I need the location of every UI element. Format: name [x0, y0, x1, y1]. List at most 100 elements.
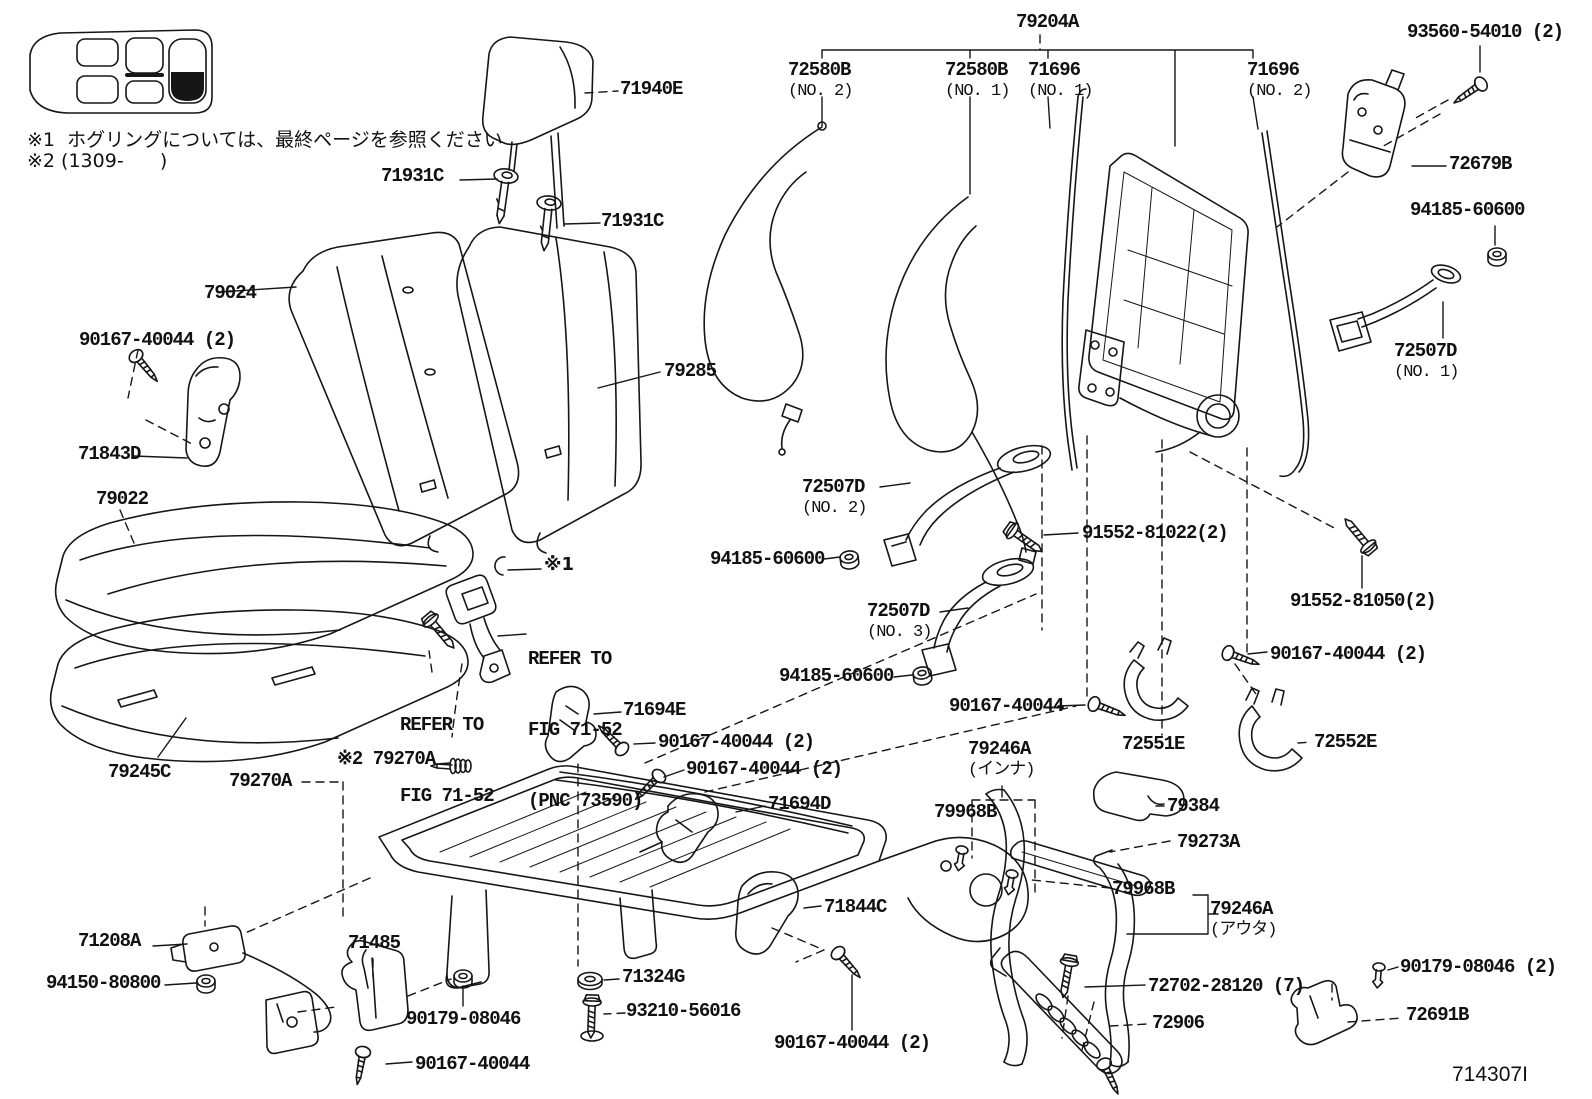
- stopper-bracket-drawing: [1290, 979, 1358, 1046]
- part-label-90167-40044[interactable]: 90167-40044 (2): [686, 758, 843, 780]
- part-label-94150-80800[interactable]: 94150-80800: [46, 972, 161, 994]
- refer-line: REFER TO: [400, 713, 484, 736]
- part-label-79273A[interactable]: 79273A: [1177, 831, 1240, 853]
- part-label-71485[interactable]: 71485: [348, 932, 401, 954]
- release-cable-drawings: [703, 121, 1037, 565]
- part-label-71696[interactable]: 71696(NO. 1): [1028, 59, 1093, 101]
- part-label-79245C[interactable]: 79245C: [108, 761, 171, 783]
- part-label-79968B[interactable]: 79968B: [1112, 878, 1175, 900]
- leader-lines: [132, 45, 1496, 1065]
- part-label-72702-28120[interactable]: 72702-28120 (7): [1148, 975, 1305, 997]
- part-label-90179-08046[interactable]: 90179-08046: [406, 1008, 521, 1030]
- hinge-bracket-drawing: [1341, 69, 1406, 178]
- nut-icon: [838, 549, 861, 571]
- belt-guide-strap-drawings: [883, 264, 1462, 677]
- part-label-72507D[interactable]: 72507D(NO. 1): [1394, 340, 1459, 382]
- refer-line: FIG 71-52: [528, 718, 623, 741]
- screw-icon: [349, 1044, 373, 1087]
- part-label-91552-81050[interactable]: 91552-81050(2): [1290, 590, 1437, 612]
- nut-icon: [1487, 247, 1507, 267]
- part-label-79024[interactable]: 79024: [204, 282, 257, 304]
- headrest-drawing: [481, 36, 594, 229]
- washer-icon: [577, 971, 603, 991]
- back-frame-rod-drawings: [1061, 88, 1310, 478]
- part-label-71940E[interactable]: 71940E: [620, 78, 683, 100]
- part-label-71931C[interactable]: 71931C: [601, 210, 664, 232]
- part-label-72906[interactable]: 72906: [1152, 1012, 1205, 1034]
- part-label-71843D[interactable]: 71843D: [78, 443, 141, 465]
- part-label-71931C[interactable]: 71931C: [381, 165, 444, 187]
- clip-icon: [1001, 868, 1020, 897]
- part-label-72507D[interactable]: 72507D(NO. 3): [867, 600, 932, 642]
- part-label-71844C[interactable]: 71844C: [824, 896, 887, 918]
- part-label-90167-40044[interactable]: 90167-40044 (2): [658, 731, 815, 753]
- lock-bracket-cable-drawing: [170, 925, 409, 1055]
- part-label-71324G[interactable]: 71324G: [622, 966, 685, 988]
- part-label-90179-08046[interactable]: 90179-08046 (2): [1400, 956, 1557, 978]
- part-label-79204A[interactable]: 79204A: [1016, 11, 1079, 33]
- projection-lines: [119, 34, 1449, 1051]
- refer-to-fig-note: REFER TO FIG 71-52: [400, 666, 495, 856]
- part-label-71694D[interactable]: 71694D: [768, 793, 831, 815]
- part-label-93560-54010[interactable]: 93560-54010 (2): [1407, 21, 1564, 43]
- part-label-93210-56016[interactable]: 93210-56016: [626, 1000, 741, 1022]
- part-label-94185-60600[interactable]: 94185-60600: [710, 548, 825, 570]
- part-label-72679B[interactable]: 72679B: [1449, 153, 1512, 175]
- hog-ring-hook-icon: [494, 556, 506, 576]
- seat-back-frame-drawing: [1078, 152, 1249, 453]
- seat-side-shield-drawing: [185, 356, 241, 468]
- note-date-range: ※2 (1309- ): [27, 150, 168, 172]
- part-label-72580B[interactable]: 72580B(NO. 1): [945, 59, 1010, 101]
- seat-back-right-drawing: [456, 226, 642, 554]
- part-label-90167-40044[interactable]: 90167-40044 (2): [1270, 643, 1427, 665]
- nut-icon: [911, 665, 934, 687]
- bolt-icon: [1000, 518, 1048, 560]
- recliner-cover-drawings: [544, 685, 799, 955]
- screw-icon: [827, 943, 867, 984]
- part-label-71696[interactable]: 71696(NO. 2): [1247, 59, 1312, 101]
- part-label-91552-81022[interactable]: 91552-81022(2): [1082, 522, 1229, 544]
- note-hog-ring: ※1 ホグリングについては、最終ページを参照ください: [27, 129, 503, 151]
- part-label-90167-40044[interactable]: 90167-40044: [415, 1053, 530, 1075]
- refer-line: (PNC 73590): [528, 790, 643, 812]
- seat-cushion-pad-drawing: [49, 609, 469, 763]
- part-label-72552E[interactable]: 72552E: [1314, 731, 1377, 753]
- screw-icon: [1219, 643, 1263, 673]
- refer-line: REFER TO: [528, 647, 612, 670]
- part-label-90167-40044[interactable]: 90167-40044: [949, 695, 1064, 717]
- nut-icon: [196, 974, 216, 994]
- seat-belt-buckle-drawing: [445, 574, 511, 684]
- part-label-72551E[interactable]: 72551E: [1122, 733, 1185, 755]
- clip-icon: [1370, 961, 1387, 990]
- part-label-79246A[interactable]: 79246A(アウタ): [1210, 898, 1277, 940]
- part-label-71208A[interactable]: 71208A: [78, 930, 141, 952]
- part-label-94185-60600[interactable]: 94185-60600: [779, 665, 894, 687]
- part-label-79270A[interactable]: 79270A: [229, 770, 292, 792]
- seat-leg-rail-drawings: [985, 771, 1185, 1075]
- clip-icon: [951, 844, 970, 873]
- part-label-72691B[interactable]: 72691B: [1406, 1004, 1469, 1026]
- van-seating-icon: [29, 29, 213, 114]
- bolt-icon: [1053, 952, 1081, 1000]
- part-label-79384[interactable]: 79384: [1167, 795, 1220, 817]
- refer-line: FIG 71-52: [400, 784, 495, 807]
- figure-code: 714307I: [1452, 1063, 1528, 1086]
- part-label-79285[interactable]: 79285: [664, 360, 717, 382]
- seat-back-left-drawing: [288, 231, 520, 553]
- part-label-90167-40044[interactable]: 90167-40044 (2): [79, 329, 236, 351]
- headrest-support-icon: [486, 166, 520, 227]
- part-label-71694E[interactable]: 71694E: [623, 699, 686, 721]
- part-label-79246A[interactable]: 79246A(インナ): [968, 738, 1035, 780]
- part-label-72507D[interactable]: 72507D(NO. 2): [802, 476, 867, 518]
- seat-cushion-drawing: [54, 501, 474, 655]
- refer-to-fig-note: REFER TO FIG 71-52 (PNC 73590): [528, 600, 643, 861]
- bolt-icon: [1337, 512, 1381, 559]
- part-label-94185-60600[interactable]: 94185-60600: [1410, 199, 1525, 221]
- part-label-79270A-note2[interactable]: ※2 79270A: [337, 748, 436, 770]
- part-label-79968B[interactable]: 79968B: [934, 801, 997, 823]
- part-label-79022[interactable]: 79022: [96, 488, 149, 510]
- belt-guide-cover-drawings: [1123, 637, 1303, 772]
- part-label-72580B[interactable]: 72580B(NO. 2): [788, 59, 853, 101]
- part-label-90167-40044[interactable]: 90167-40044 (2): [774, 1032, 931, 1054]
